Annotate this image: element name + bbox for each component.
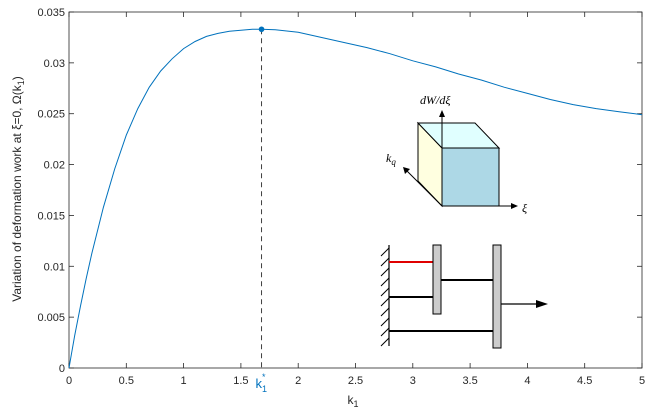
y-tick-label: 0.03 xyxy=(44,58,65,70)
cube-illustration: dW/dξ kq ξ xyxy=(386,93,528,215)
y-tick-label: 0.005 xyxy=(37,312,65,324)
force-arrowhead xyxy=(536,300,548,308)
cube-axis-up-arrowhead xyxy=(439,110,445,117)
x-tick-label: 4 xyxy=(524,375,530,387)
cube-axis-left-label: kq xyxy=(386,151,396,167)
peak-marker xyxy=(258,26,265,33)
x-tick-label: 3.5 xyxy=(462,375,477,387)
cube-axis-left-arrow xyxy=(405,169,443,207)
outer-plate xyxy=(492,244,502,349)
peak-label: k1* xyxy=(256,372,268,394)
inner-plate xyxy=(432,244,442,315)
x-tick-label: 0.5 xyxy=(119,375,134,387)
x-tick-label: 1 xyxy=(181,375,187,387)
plot-box xyxy=(68,11,643,369)
mechanism-illustration xyxy=(380,244,548,349)
cube-axis-up-label: dW/dξ xyxy=(420,93,451,107)
wall-hatching xyxy=(380,247,390,347)
y-tick-label: 0 xyxy=(59,363,65,375)
x-tick-label: 3 xyxy=(410,375,416,387)
series-layer xyxy=(68,28,643,369)
y-tick-label: 0.01 xyxy=(44,261,65,273)
cube-front-face xyxy=(441,147,500,207)
y-tick-label: 0.025 xyxy=(37,109,65,121)
x-tick-label: 0 xyxy=(66,375,72,387)
x-tick-label: 2.5 xyxy=(348,375,363,387)
y-axis-label: Variation of deformation work at ξ=0, Ω(… xyxy=(10,76,26,302)
x-tick-label: 1.5 xyxy=(233,375,248,387)
x-axis-label: k1 xyxy=(347,393,358,409)
y-tick-label: 0.02 xyxy=(44,160,65,172)
ticks: 0 0.5 1 1.5 2 2.5 3 3.5 4 4.5 5 0 0.005 0.01 0.015 0.02… xyxy=(37,7,645,387)
x-tick-label: 4.5 xyxy=(577,375,592,387)
y-tick-label: 0.035 xyxy=(37,7,65,19)
y-tick-label: 0.015 xyxy=(37,210,65,222)
series-line xyxy=(68,28,643,369)
x-tick-label: 2 xyxy=(295,375,301,387)
cube-axis-left-arrowhead xyxy=(403,167,410,174)
cube-axis-right-arrowhead xyxy=(511,203,518,209)
axes xyxy=(68,11,643,369)
marker-layer: k1* xyxy=(256,26,268,394)
x-tick-label: 5 xyxy=(639,375,645,387)
cube-axis-right-label: ξ xyxy=(522,201,528,215)
